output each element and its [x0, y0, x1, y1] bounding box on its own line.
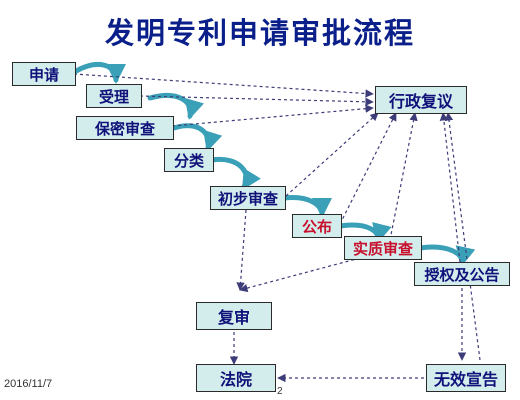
- curved-arrow-accept-secrecy: [147, 92, 204, 120]
- node-preliminary-exam: 初步审查: [210, 186, 286, 210]
- node-admin-review: 行政复议: [375, 86, 467, 114]
- node-secrecy-review: 保密审查: [76, 116, 174, 140]
- dashed-arrow-grant-admin: [439, 112, 461, 263]
- node-apply: 申请: [12, 62, 76, 86]
- dashed-arrow-invalidation-admin: [444, 112, 481, 361]
- dashed-arrow-accept-admin: [139, 95, 374, 107]
- dashed-arrow-secrecy-admin: [171, 104, 374, 127]
- curved-arrow-substantive-grant: [417, 244, 476, 267]
- footer-date: 2016/11/7: [4, 378, 53, 390]
- curved-arrow-preliminary-publish: [281, 195, 332, 218]
- node-substantive-exam: 实质审查: [344, 236, 422, 260]
- curved-arrow-apply-accept: [73, 61, 126, 84]
- node-court: 法院: [196, 364, 276, 392]
- node-reexamination: 复审: [196, 302, 272, 330]
- node-grant-announce: 授权及公告: [414, 262, 510, 286]
- curved-arrow-classify-preliminary: [209, 156, 261, 191]
- diagram-title: 发明专利申请审批流程: [104, 16, 415, 50]
- dashed-arrow-preliminary-reexam: [236, 209, 247, 291]
- dashed-arrow-preliminary-admin: [285, 112, 379, 197]
- dashed-arrow-publish-admin: [339, 112, 397, 225]
- dashed-arrow-substantive-admin: [389, 112, 418, 241]
- dashed-arrow-apply-admin: [73, 73, 374, 98]
- dashed-arrow-substantive-reexam: [239, 257, 361, 293]
- page-number: 2: [277, 386, 283, 397]
- node-invalidation: 无效宣告: [426, 364, 506, 392]
- node-publish: 公布: [292, 214, 342, 238]
- node-classify: 分类: [164, 148, 214, 172]
- node-accept: 受理: [86, 84, 142, 108]
- curved-arrow-secrecy-classify: [171, 123, 223, 152]
